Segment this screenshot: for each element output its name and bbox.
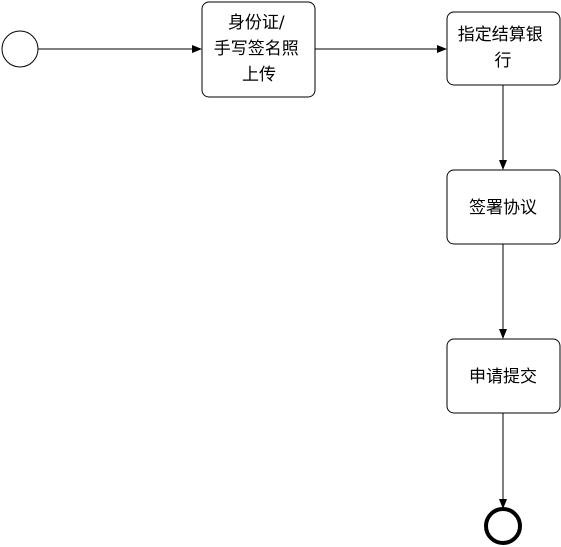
task-submit-application[interactable]: 申请提交 — [446, 338, 561, 414]
task-label-line: 申请提交 — [469, 367, 537, 387]
task-specify-settlement-bank[interactable]: 指定结算银 行 — [446, 11, 561, 86]
task-label-line: 上传 — [242, 65, 276, 85]
task-box — [446, 338, 561, 414]
task-label: 身份证/ 手写签名照 上传 — [214, 13, 304, 85]
task-label: 指定结算银 行 — [458, 25, 548, 71]
task-box — [201, 1, 316, 98]
task-box — [446, 11, 561, 86]
start-event[interactable] — [1, 30, 39, 68]
task-label-line: 签署协议 — [469, 198, 537, 218]
task-upload-id-and-signature[interactable]: 身份证/ 手写签名照 上传 — [201, 1, 316, 98]
task-box — [446, 169, 561, 245]
task-label-line: 身份证/ — [228, 13, 285, 33]
task-label-line: 指定结算银 — [458, 25, 543, 45]
task-sign-agreement[interactable]: 签署协议 — [446, 169, 561, 245]
end-event[interactable] — [484, 507, 522, 545]
task-label: 签署协议 — [469, 198, 537, 218]
task-label: 申请提交 — [469, 367, 537, 387]
task-label-line: 手写签名照 — [214, 39, 299, 59]
task-label-line: 行 — [495, 51, 512, 71]
